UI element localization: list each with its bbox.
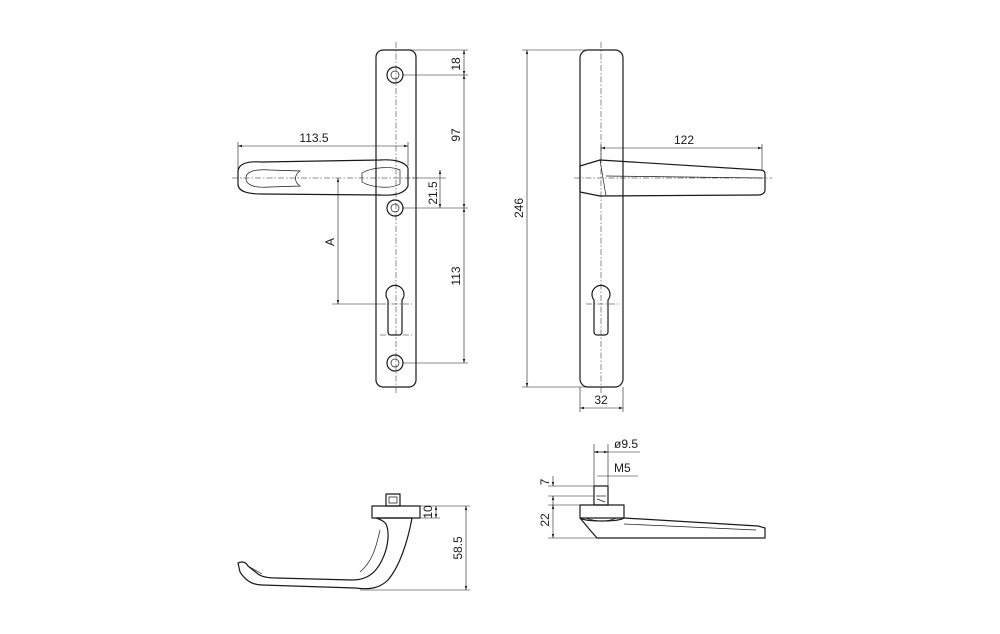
dim-thread: M5 [614,461,631,475]
dim-spindle-to-screw: 21.5 [426,181,440,205]
rose-base [371,505,421,519]
dim-top-offset: 18 [449,57,463,71]
middle-screw-hole [386,199,404,217]
dim-overall-height: 246 [512,198,526,218]
side-cylinder-keyhole [591,284,611,336]
bottom-left-view: 10 58.5 [237,493,470,591]
dim-plate-width: 32 [594,393,608,407]
lever-arm-bottom [579,517,766,539]
dim-lever-projection: 58.5 [451,536,465,560]
dim-spindle-diameter: ø9.5 [614,437,638,451]
spindle [593,485,609,506]
dim-plate-thickness: 22 [538,513,552,527]
top-screw-hole [386,66,404,84]
dim-side-projection: 122 [674,133,694,147]
lever-handle-front [237,159,409,196]
lever-profile [237,517,413,590]
dim-handle-length: 113.5 [299,131,328,145]
side-backplate-outline [579,49,624,388]
bottom-right-view: ø9.5 M5 7 22 [538,437,766,539]
side-view: 122 246 32 [512,42,772,412]
dim-screw-to-screw: 113 [449,266,463,285]
front-view: 113.5 18 97 21.5 113 A [232,42,468,395]
cylinder-keyhole [385,284,405,336]
dim-rose-height: 10 [421,505,435,519]
dim-spindle-from-top: 97 [449,128,463,142]
bottom-screw-hole [386,354,404,372]
dim-backset-a: A [323,238,337,246]
dim-spindle-height: 7 [538,478,552,485]
